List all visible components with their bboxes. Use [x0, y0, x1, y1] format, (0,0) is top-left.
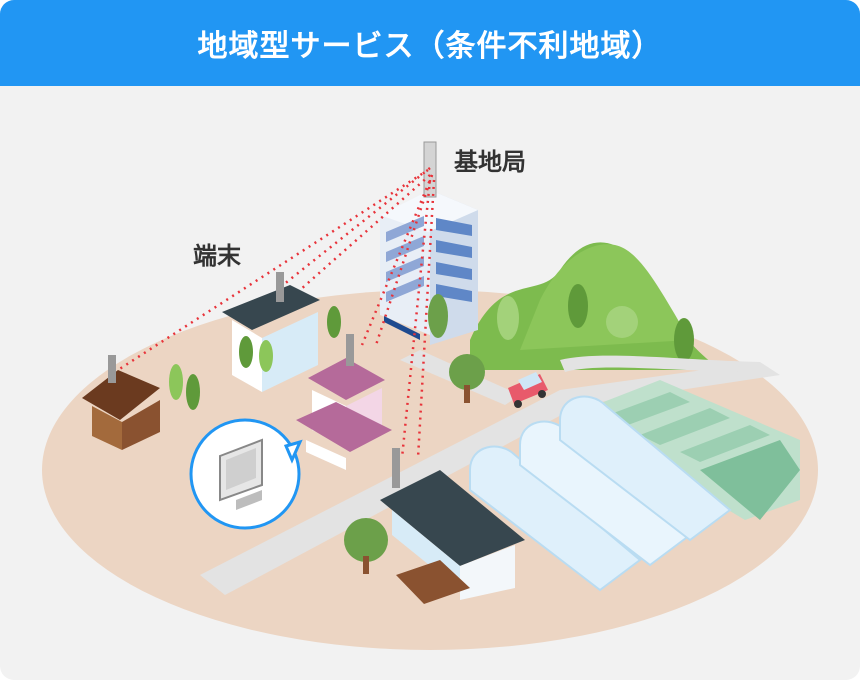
- office-building: [380, 141, 478, 345]
- terminal-callout: [189, 418, 303, 530]
- header-bar: 地域型サービス（条件不利地域）: [0, 0, 860, 86]
- bottom-house: [380, 448, 525, 604]
- trees: [169, 294, 485, 574]
- car: [508, 372, 548, 408]
- greenhouses: [469, 395, 732, 592]
- mountains: [470, 242, 720, 370]
- monitor-icon: [219, 438, 263, 510]
- terminal-label: 端末: [193, 242, 241, 270]
- log-cabin: [82, 355, 160, 450]
- rural-area-illustration: [42, 141, 818, 650]
- page-title: 地域型サービス（条件不利地域）: [197, 29, 663, 64]
- farm-fields: [570, 380, 800, 520]
- base-station-label: 基地局: [454, 148, 526, 176]
- pink-house: [296, 334, 392, 470]
- signal-lines: [117, 167, 436, 459]
